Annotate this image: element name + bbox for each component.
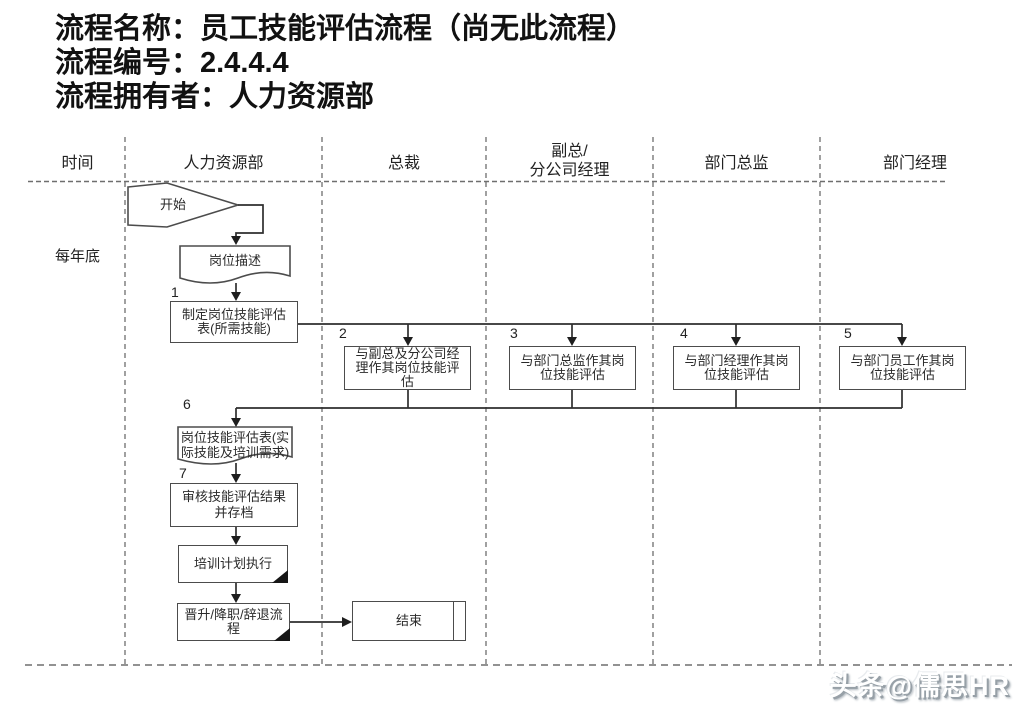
step-number-1: 1: [171, 284, 179, 300]
step6-node-label: 岗位技能评估表(实际技能及培训需求): [180, 430, 290, 460]
step2-node: 与副总及分公司经理作其岗位技能评估: [344, 346, 471, 390]
swimlane-divider-lines: [124, 137, 821, 665]
step-number-5: 5: [844, 325, 852, 341]
start-node-label: 开始: [159, 197, 186, 212]
process-number: 流程编号：2.4.4.4: [55, 47, 289, 79]
time-note-year-end: 每年底: [54, 248, 100, 265]
promotion-demotion-label: 晋升/降职/辞退流程: [184, 607, 283, 636]
title-block: 流程名称：员工技能评估流程（尚无此流程） 流程编号：2.4.4.4 流程拥有者：…: [55, 12, 635, 114]
end-node: 结束: [352, 601, 466, 641]
promotion-demotion-node: 晋升/降职/辞退流程: [177, 603, 290, 641]
step-number-3: 3: [510, 325, 518, 341]
lane-header-time: 时间: [61, 154, 94, 172]
lane-header-department-manager: 部门经理: [882, 154, 947, 172]
subprocess-corner-marker: [274, 628, 290, 641]
process-owner: 流程拥有者：人力资源部: [55, 81, 375, 113]
connector-arrowheads: [231, 236, 907, 627]
lane-header-hr-department: 人力资源部: [183, 154, 264, 172]
subprocess-corner-marker: [272, 570, 288, 583]
lane-header-president: 总裁: [387, 154, 420, 172]
lane-header-vp-branch-manager: 副总/ 分公司经理: [529, 143, 610, 179]
lane-header-department-director: 部门总监: [704, 154, 769, 172]
step6-document-shape: [177, 426, 293, 465]
end-node-inner-divider: [453, 602, 454, 640]
watermark-text: 头条@儒思HR: [829, 671, 1010, 701]
step-number-4: 4: [680, 325, 688, 341]
step7-node: 审核技能评估结果并存档: [170, 483, 298, 527]
end-node-label: 结束: [395, 613, 422, 628]
job-description-node-label: 岗位描述: [208, 253, 261, 268]
process-name: 流程名称：员工技能评估流程（尚无此流程）: [55, 13, 636, 45]
training-plan-node: 培训计划执行: [178, 545, 288, 583]
step-number-2: 2: [339, 325, 347, 341]
job-description-document-shape: [179, 245, 291, 284]
step1-node: 制定岗位技能评估表(所需技能): [170, 301, 298, 343]
step5-node: 与部门员工作其岗位技能评估: [839, 346, 966, 390]
start-shape: [127, 182, 241, 228]
step3-node: 与部门总监作其岗位技能评估: [509, 346, 636, 390]
training-plan-label: 培训计划执行: [193, 556, 272, 571]
step4-node: 与部门经理作其岗位技能评估: [673, 346, 800, 390]
step-number-6: 6: [183, 396, 191, 412]
connector-lines: [235, 204, 903, 623]
step-number-7: 7: [179, 465, 187, 481]
